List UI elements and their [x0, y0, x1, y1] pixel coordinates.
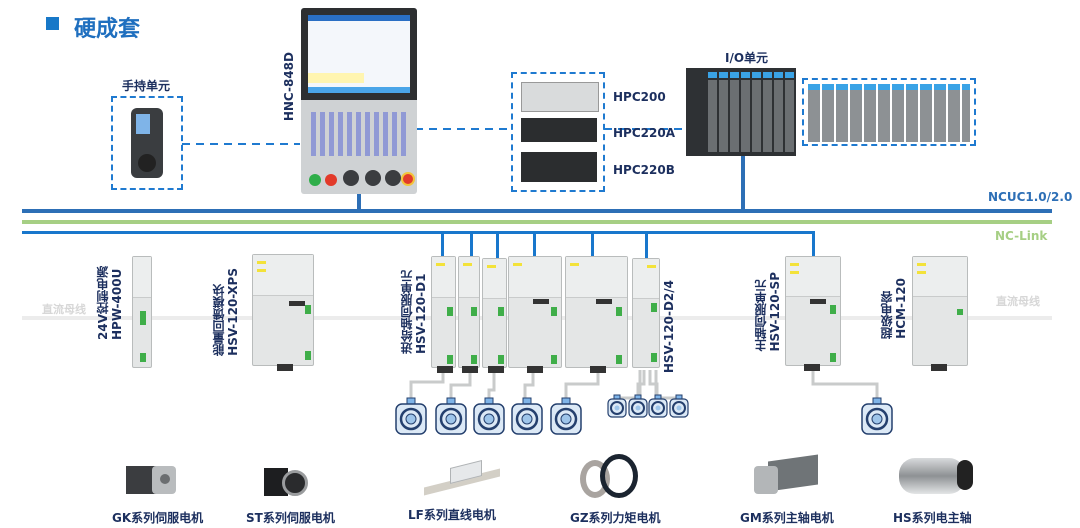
- nclink-bus-label: NC-Link: [995, 229, 1048, 243]
- feed-hold-button-icon: [325, 174, 337, 186]
- hs-electric-spindle-icon: [895, 452, 975, 498]
- gk-servo-motor-icon: [126, 458, 178, 498]
- spindle-servo-module: [785, 256, 841, 371]
- servo-motor-icon: [607, 394, 627, 418]
- override-knob-icon: [343, 170, 359, 186]
- servo-motor-icon: [394, 396, 428, 436]
- dc-bus-label-right: 直流母线: [996, 295, 1040, 308]
- feed-servo-module: [508, 256, 562, 373]
- hpc220b-device-icon: [521, 152, 597, 182]
- handheld-unit-frame: [111, 96, 183, 190]
- handheld-pendant-icon: [131, 108, 163, 178]
- nclink-bus-line: [22, 220, 1052, 224]
- cnc-screen: [308, 15, 410, 93]
- cnc-controller-panel: [301, 8, 417, 194]
- override-knob-icon: [365, 170, 381, 186]
- emergency-stop-icon: [401, 172, 415, 186]
- hpc-group-frame: [511, 72, 605, 192]
- hpc-model-label: HPC200: [613, 90, 666, 104]
- servo-motor-icon: [648, 394, 668, 418]
- product-caption: GK系列伺服电机: [112, 511, 204, 525]
- servo-motor-icon: [669, 394, 689, 418]
- page-title: 硬成套: [74, 17, 141, 42]
- power-supply-module: [132, 256, 152, 368]
- hpc-model-label: HPC220A: [613, 126, 675, 140]
- spindle-motor-schematic-icon: [860, 396, 894, 436]
- servo-motor-icon: [549, 396, 583, 436]
- dc-bus-label-left: 直流母线: [42, 303, 86, 316]
- multi-axis-servo-module: [632, 258, 660, 368]
- override-knob-icon: [385, 170, 401, 186]
- cnc-bus-drop: [357, 194, 361, 211]
- product-caption: HS系列电主轴: [893, 511, 972, 525]
- io-expansion-modules-frame: [802, 78, 976, 146]
- servo-motor-icon: [434, 396, 468, 436]
- feed-servo-module: [565, 256, 628, 373]
- feed-servo-module: [458, 256, 480, 373]
- feed-servo-module: [431, 256, 456, 373]
- hpc-model-label: HPC220B: [613, 163, 675, 177]
- io-unit-rack: [686, 68, 796, 156]
- regen-module: [252, 254, 314, 371]
- title-bullet-icon: [46, 17, 59, 30]
- ncuc-bus-label: NCUC1.0/2.0: [988, 190, 1073, 204]
- io-bus-drop: [741, 156, 745, 211]
- st-servo-motor-icon: [262, 458, 308, 498]
- io-unit-label: I/O单元: [725, 51, 769, 65]
- hpc220a-device-icon: [521, 118, 597, 142]
- feed-servo-module: [482, 258, 507, 373]
- handheld-unit-label: 手持单元: [122, 79, 171, 93]
- lf-linear-motor-icon: [416, 460, 500, 496]
- product-caption: GZ系列力矩电机: [570, 511, 661, 525]
- gm-spindle-motor-icon: [752, 452, 820, 498]
- supercapacitor-module: [912, 256, 968, 371]
- cycle-start-button-icon: [309, 174, 321, 186]
- ncuc-bus-line: [22, 209, 1052, 213]
- servo-motor-icon: [628, 394, 648, 418]
- product-caption: GM系列主轴电机: [740, 511, 834, 525]
- hpc200-device-icon: [521, 82, 599, 112]
- servo-motor-icon: [510, 396, 544, 436]
- product-caption: LF系列直线电机: [408, 508, 496, 522]
- product-caption: ST系列伺服电机: [246, 511, 335, 525]
- gz-torque-motor-icon: [578, 452, 640, 500]
- servo-motor-icon: [472, 396, 506, 436]
